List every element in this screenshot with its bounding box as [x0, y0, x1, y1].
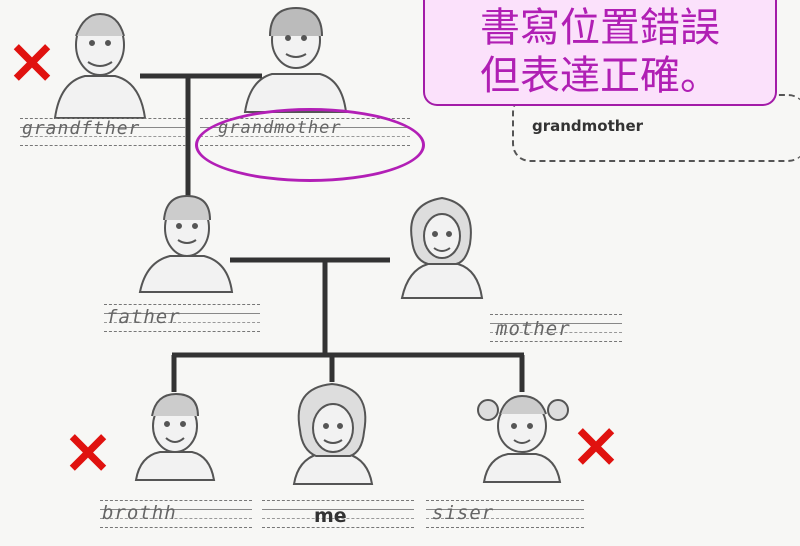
girl-me-portrait-icon — [292, 382, 374, 485]
me-writing-line — [262, 500, 414, 528]
comment-line-1: 書寫位置錯誤 — [480, 5, 720, 51]
grandmother-portrait-icon — [243, 6, 348, 113]
comment-line-2: 但表達正確。 — [480, 53, 720, 99]
sister-portrait-icon — [477, 394, 569, 483]
grandfather-portrait-icon — [53, 12, 147, 119]
brother-portrait-icon — [134, 392, 216, 481]
brother-writing-line — [100, 500, 252, 528]
word-bank-item: grandmother — [532, 117, 644, 135]
sister-answer: siser — [432, 502, 495, 524]
father-writing-line — [104, 304, 260, 332]
cross-mark-sister: × — [570, 408, 622, 481]
sister-writing-line — [426, 500, 584, 528]
highlight-ellipse — [195, 108, 425, 182]
father-portrait-icon — [138, 194, 234, 293]
grandfather-answer: grandfther — [22, 118, 141, 139]
father-answer: father — [106, 306, 181, 328]
teacher-comment-callout: 書寫位置錯誤 但表達正確。 — [423, 0, 777, 106]
tree-connectors — [140, 73, 525, 392]
cross-mark-grandfather: × — [6, 24, 58, 97]
me-answer: me — [314, 505, 347, 527]
grandfather-writing-line — [20, 118, 186, 146]
mother-answer: mother — [496, 318, 571, 340]
mother-portrait-icon — [400, 196, 484, 299]
cross-mark-brother: × — [62, 414, 114, 487]
mother-writing-line — [490, 314, 622, 342]
brother-answer: brothh — [102, 502, 177, 524]
